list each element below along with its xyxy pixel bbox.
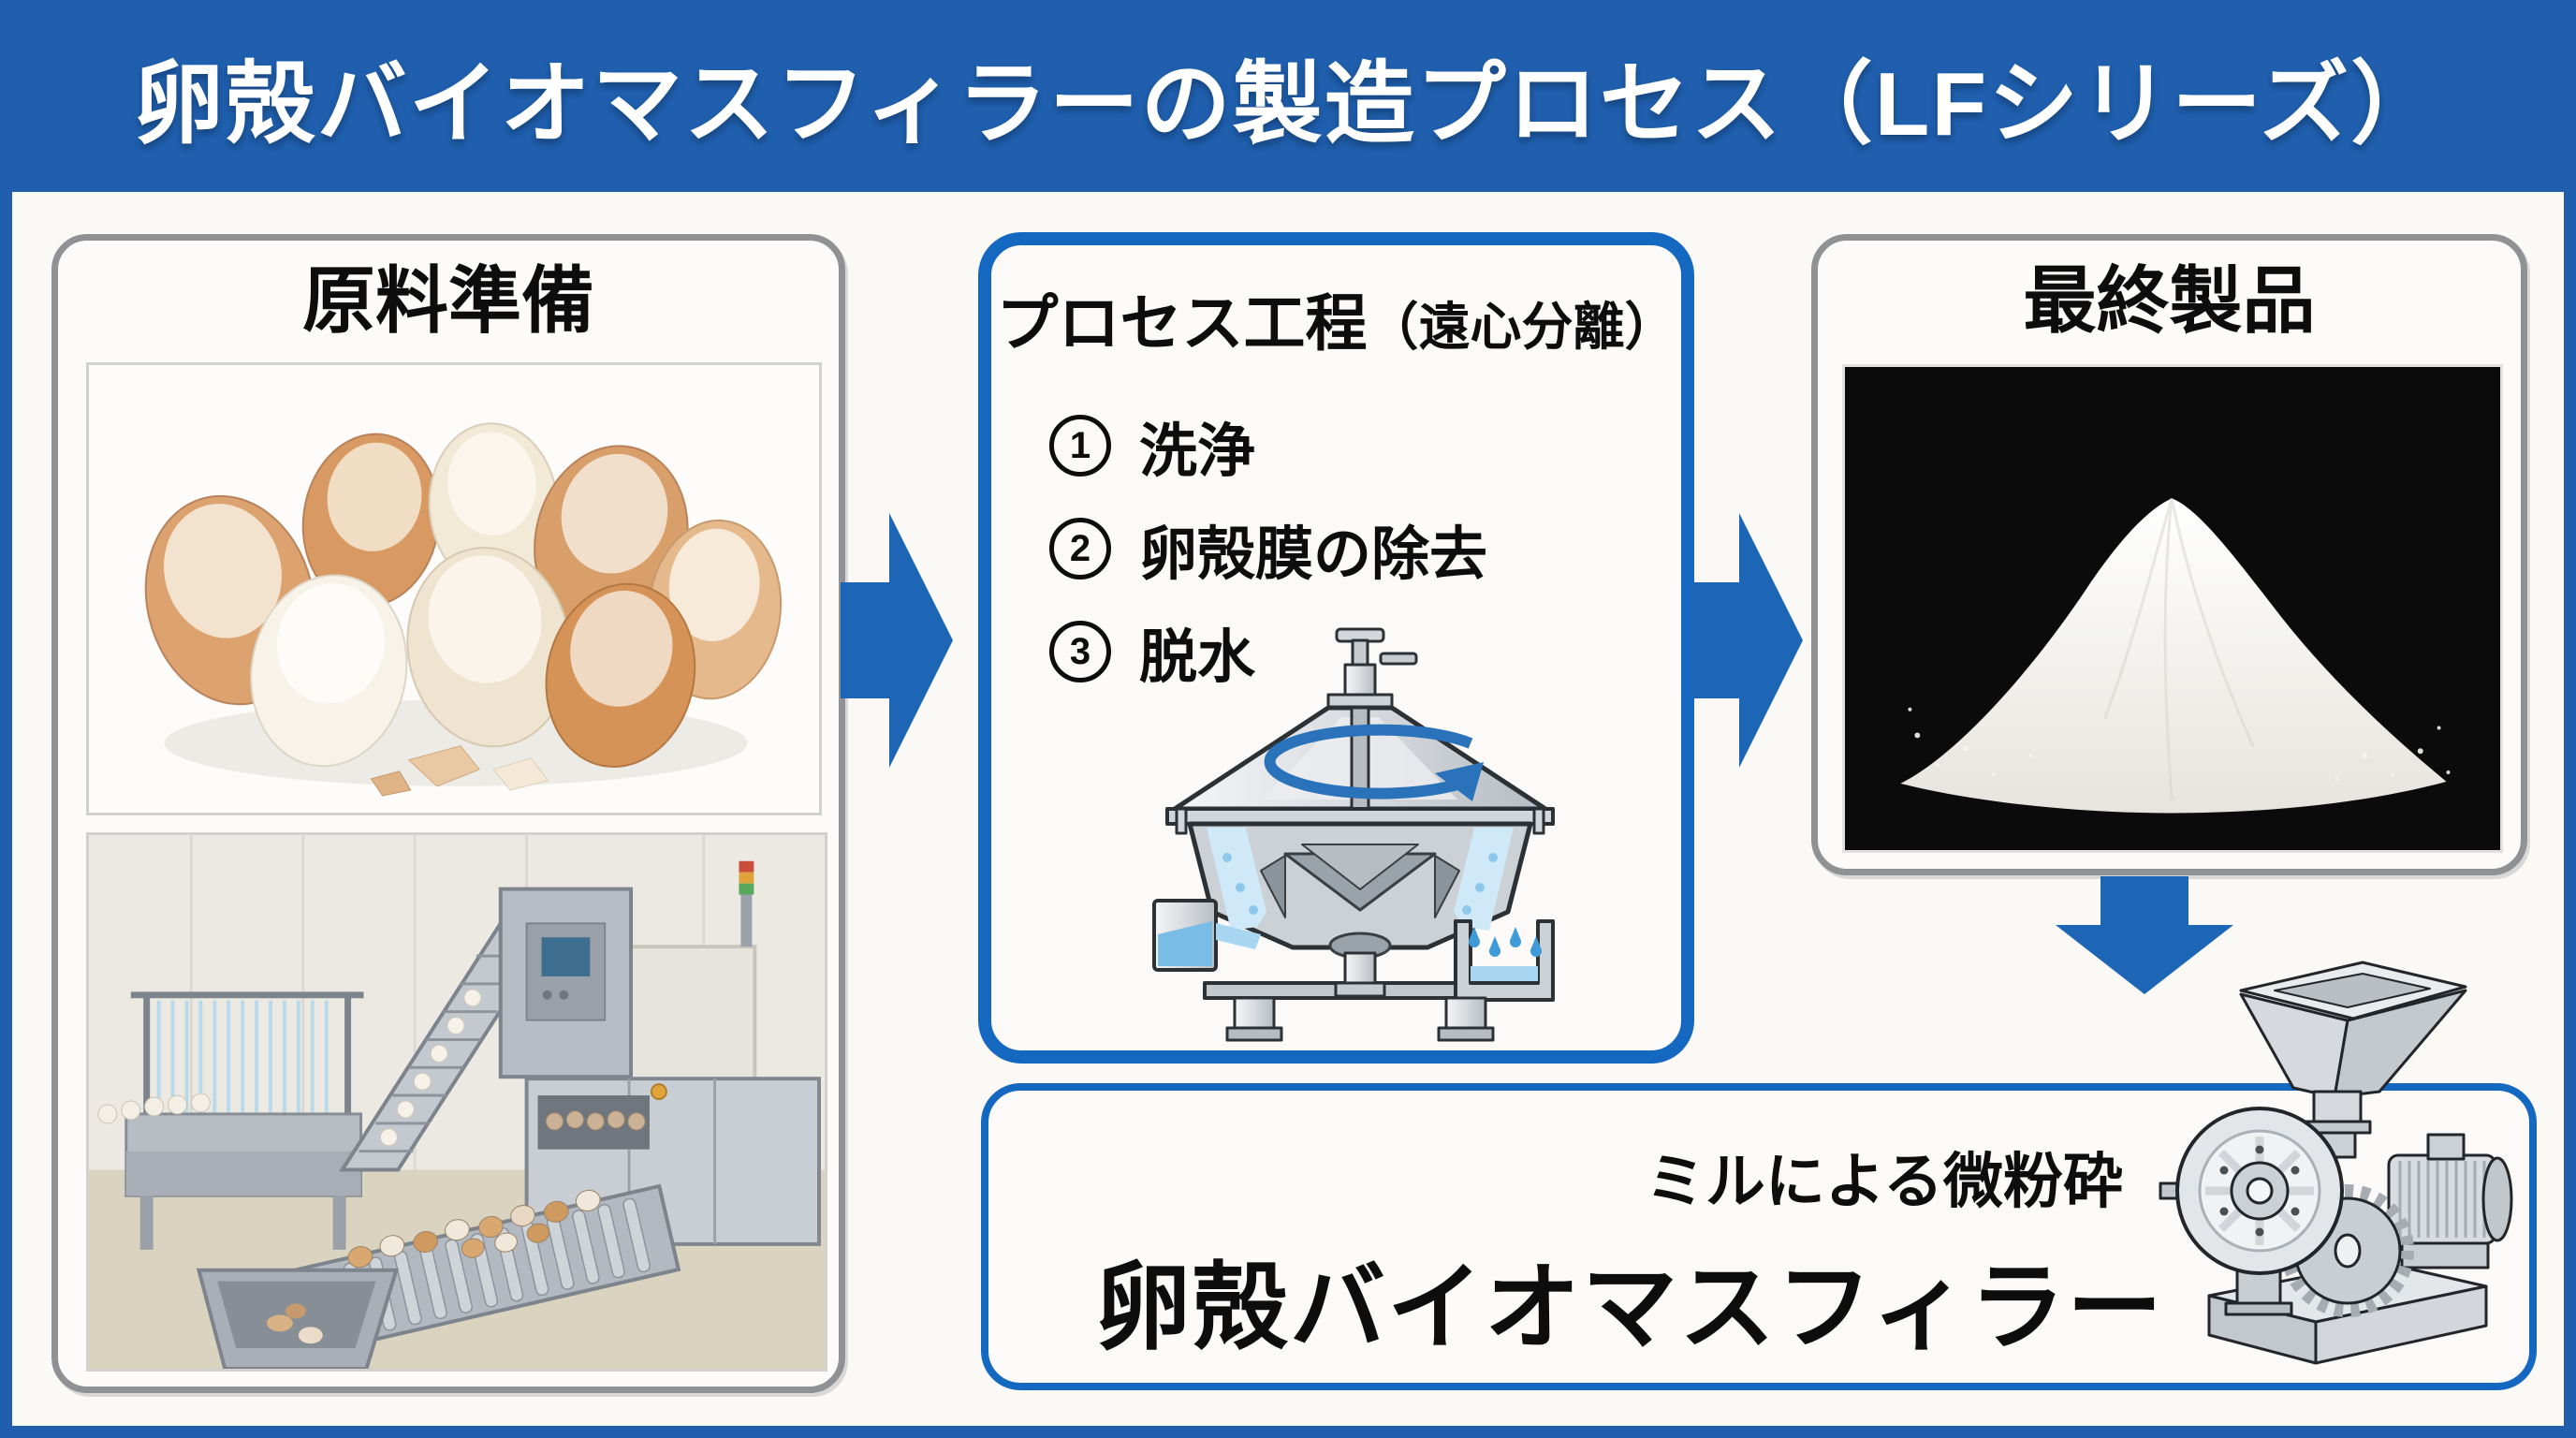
header-banner: 卵殻バイオマスフィラーの製造プロセス（LFシリーズ） xyxy=(0,0,2576,192)
flow-arrow-right-2 xyxy=(1690,513,1803,768)
milling-product-title: 卵殻バイオマスフィラー xyxy=(1095,1255,2164,1361)
step-number-circle: 3 xyxy=(1049,621,1111,682)
process-title-main: プロセス工程 xyxy=(996,288,1368,358)
process-title: プロセス工程（遠心分離） xyxy=(991,273,1681,363)
process-title-paren: （遠心分離） xyxy=(1367,298,1676,356)
white-powder-photo xyxy=(1842,364,2503,853)
milling-subtitle: ミルによる微粉砕 xyxy=(1645,1148,2123,1215)
flow-arrow-down xyxy=(2056,876,2233,994)
page-title: 卵殻バイオマスフィラーの製造プロセス（LFシリーズ） xyxy=(133,54,2443,154)
final-product-title: 最終製品 xyxy=(2023,259,2316,342)
step-label: 卵殻膜の除去 xyxy=(1139,522,1488,587)
egg-washing-machine-photo xyxy=(86,832,827,1372)
grinding-mill-illustration xyxy=(2159,961,2513,1365)
process-step: 3 脱水 xyxy=(1049,618,1487,690)
process-step: 1 洗浄 xyxy=(1049,412,1487,484)
broken-eggshells-photo xyxy=(86,362,822,815)
flow-arrow-right-1 xyxy=(841,513,953,768)
powder-pile-illustration xyxy=(1845,367,2500,850)
step-label: 洗浄 xyxy=(1139,419,1256,484)
process-step: 2 卵殻膜の除去 xyxy=(1049,515,1487,587)
step-number-circle: 1 xyxy=(1049,415,1111,477)
raw-material-box: 原料準備 xyxy=(51,234,845,1393)
process-box: プロセス工程（遠心分離） 1 洗浄 2 卵殻膜の除去 3 脱水 xyxy=(978,232,1694,1064)
raw-material-title: 原料準備 xyxy=(301,259,594,342)
centrifuge-separator-illustration xyxy=(1152,627,1555,1042)
final-product-box: 最終製品 xyxy=(1811,234,2527,875)
process-steps: 1 洗浄 2 卵殻膜の除去 3 脱水 xyxy=(1049,412,1487,721)
washing-line-illustration xyxy=(89,835,825,1369)
eggshells-illustration xyxy=(89,365,819,813)
step-label: 脱水 xyxy=(1139,625,1256,690)
step-number-circle: 2 xyxy=(1049,518,1111,580)
